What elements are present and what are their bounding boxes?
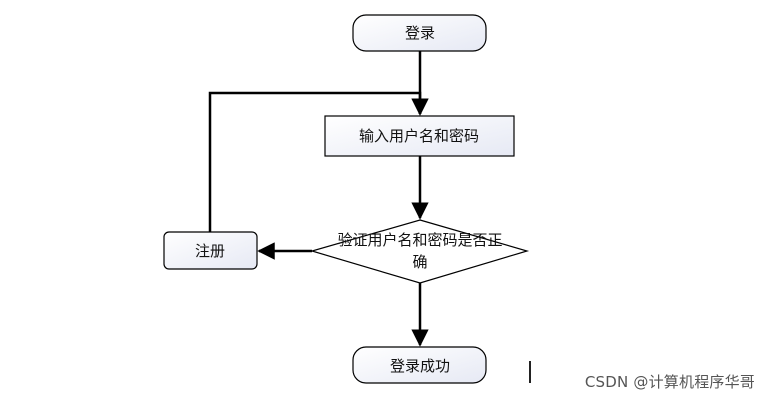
csdn-watermark: CSDN @计算机程序华哥 xyxy=(584,373,755,391)
node-login-success-shape xyxy=(352,346,487,384)
arrow-register-loop-to-input xyxy=(208,91,429,232)
node-input-credentials: 输入用户名和密码 xyxy=(324,115,515,157)
node-login-shape xyxy=(352,14,487,52)
node-register: 注册 xyxy=(163,231,258,270)
node-register-label: 注册 xyxy=(195,242,225,260)
node-login-success-label: 登录成功 xyxy=(390,357,450,375)
node-register-shape xyxy=(163,231,258,270)
node-login: 登录 xyxy=(352,14,487,52)
node-input-credentials-shape xyxy=(324,115,515,157)
node-input-credentials-label: 输入用户名和密码 xyxy=(359,127,479,145)
node-verify-label-line1: 验证用户名和密码是否正 xyxy=(337,231,502,249)
text-cursor-mark xyxy=(529,361,531,383)
node-login-success: 登录成功 xyxy=(352,346,487,384)
node-verify-label-line2: 确 xyxy=(412,253,427,271)
node-verify-shape xyxy=(309,219,530,284)
node-verify: 验证用户名和密码是否正 确 xyxy=(309,219,530,284)
node-login-label: 登录 xyxy=(405,24,435,42)
connectors xyxy=(208,51,429,347)
